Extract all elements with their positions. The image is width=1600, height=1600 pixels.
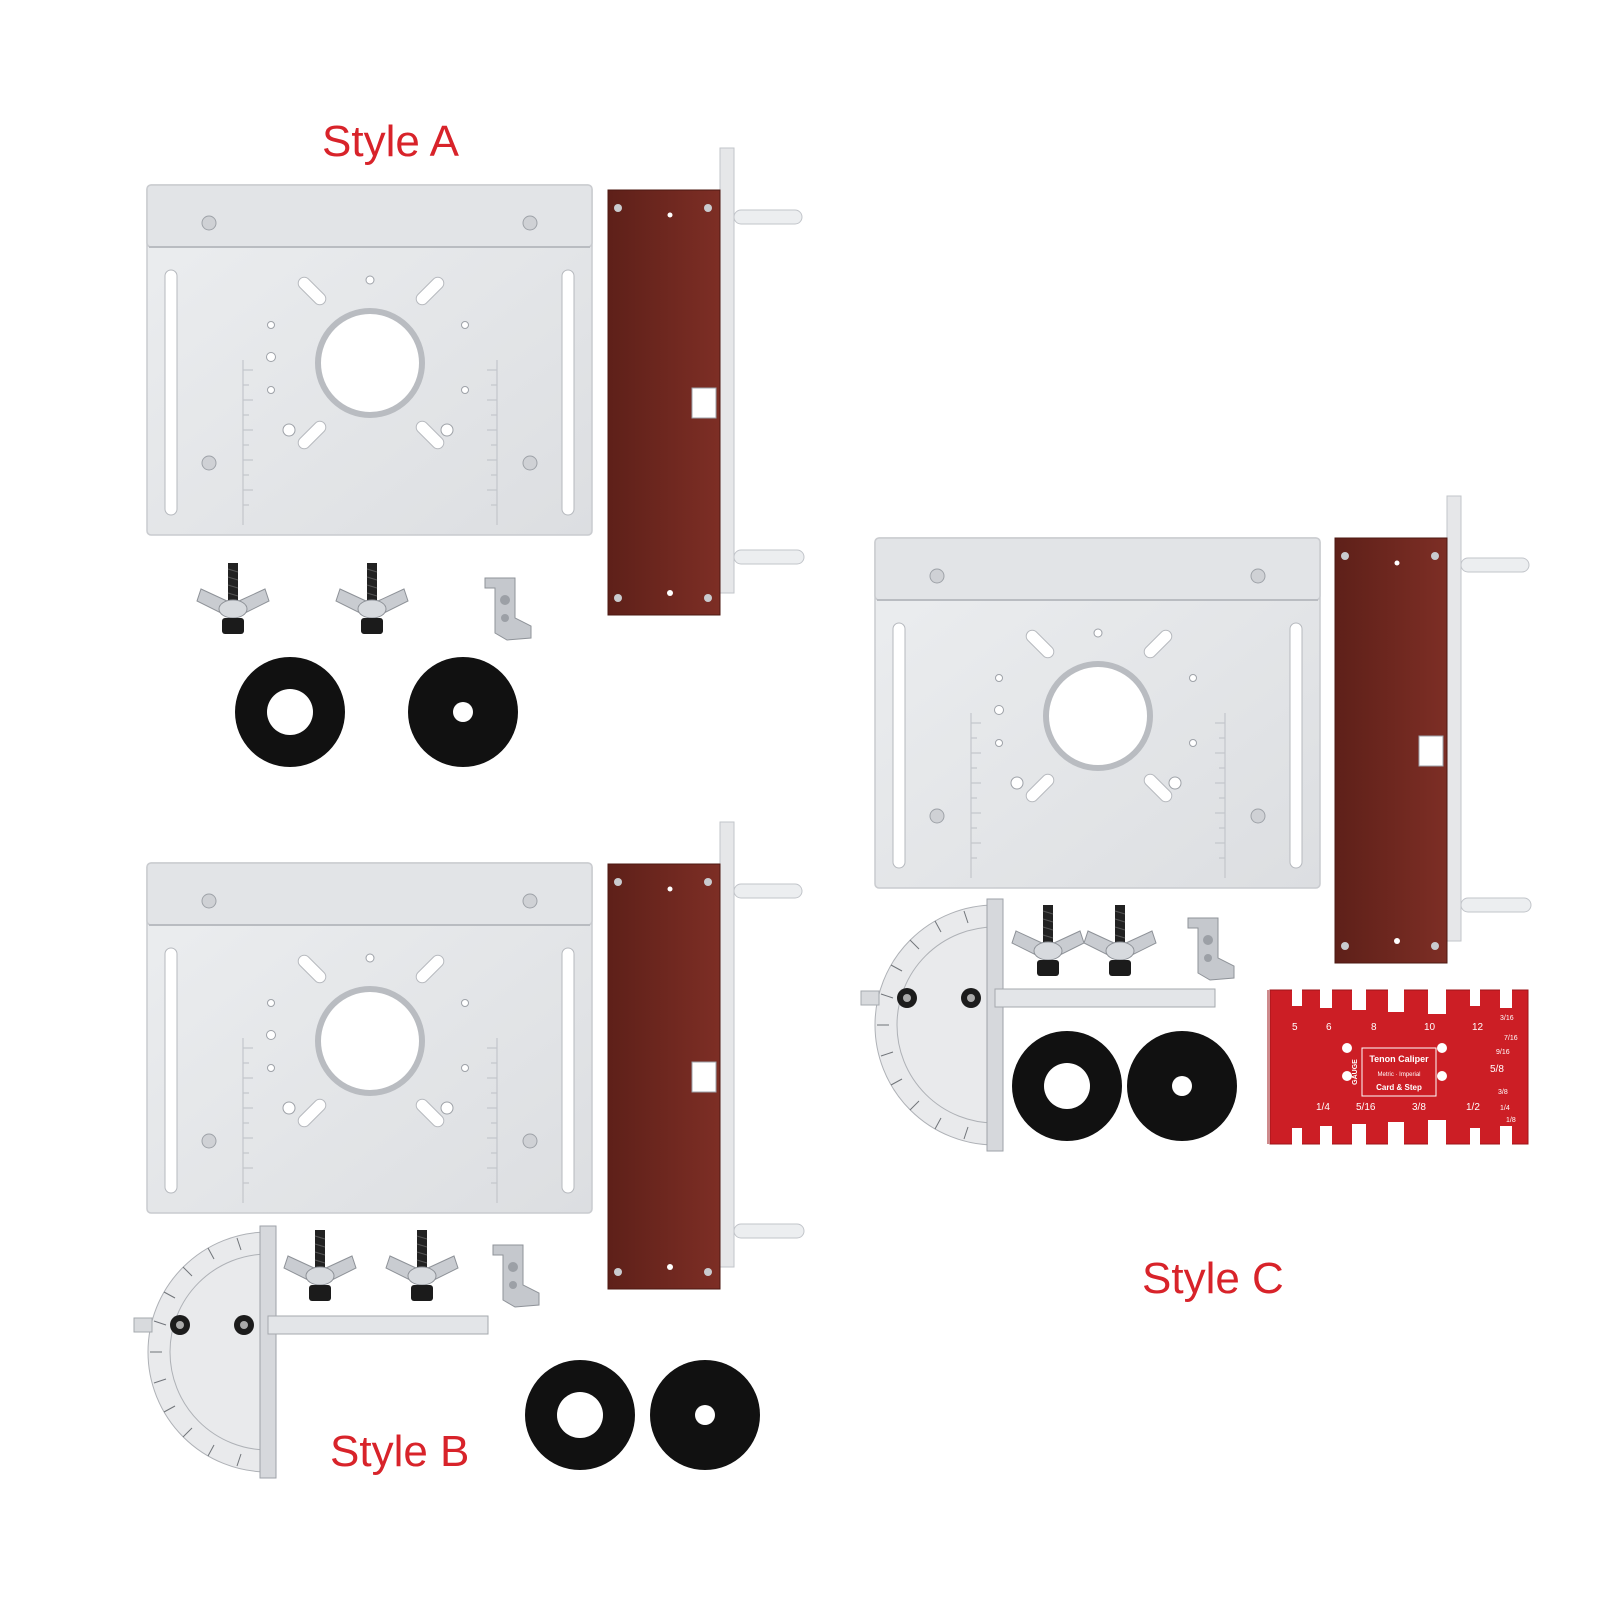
style-b-wing-bolt-2 [385, 1229, 459, 1302]
gauge-right-fraction: 3/8 [1498, 1089, 1508, 1096]
style-c-stop-block [1187, 917, 1235, 981]
gauge-subtitle: Metric · Imperial [1377, 1072, 1420, 1078]
style-c-label: Style C [1142, 1254, 1284, 1303]
style-a-group [147, 147, 805, 767]
style-c-group: Tenon Caliper Metric · Imperial Card & S… [860, 495, 1532, 1152]
gauge-right-fraction: 3/16 [1500, 1015, 1514, 1022]
gauge-top-number: 12 [1472, 1022, 1484, 1033]
gauge-right-fraction: 9/16 [1496, 1049, 1510, 1056]
gauge-right-fraction: 1/8 [1506, 1117, 1516, 1124]
style-a-label: Style A [322, 117, 459, 166]
style-b-washer-large-hole [525, 1360, 635, 1470]
style-b-fence [607, 821, 805, 1290]
style-a-washer-small-hole [408, 657, 518, 767]
gauge-right-fraction: 1/4 [1500, 1105, 1510, 1112]
style-a-washer-large-hole [235, 657, 345, 767]
style-c-washer-small-hole [1127, 1031, 1237, 1141]
gauge-side-label: GAUGE [1352, 1059, 1359, 1085]
gauge-right-fraction: 5/8 [1490, 1064, 1504, 1075]
style-b-washer-small-hole [650, 1360, 760, 1470]
style-b-label: Style B [330, 1427, 470, 1476]
gauge-subtitle-2: Card & Step [1376, 1083, 1422, 1092]
style-b-stop-block [492, 1244, 540, 1308]
style-b-group [133, 821, 805, 1479]
style-a-wing-bolt-2 [335, 562, 409, 635]
gauge-bottom-fraction: 1/4 [1316, 1102, 1330, 1113]
style-c-wing-bolt-1 [1011, 904, 1085, 977]
gauge-title: Tenon Caliper [1369, 1054, 1429, 1064]
style-b-miter-gauge [133, 1225, 489, 1479]
gauge-top-number: 10 [1424, 1022, 1436, 1033]
gauge-bottom-fraction: 1/2 [1466, 1102, 1480, 1113]
style-b-router-plate [147, 863, 592, 1213]
style-a-wing-bolt-1 [196, 562, 270, 635]
gauge-top-number: 5 [1292, 1022, 1298, 1033]
gauge-bottom-fraction: 3/8 [1412, 1102, 1426, 1113]
gauge-bottom-fraction: 5/16 [1356, 1102, 1376, 1113]
style-c-washer-large-hole [1012, 1031, 1122, 1141]
gauge-right-fraction: 7/16 [1504, 1035, 1518, 1042]
style-c-router-plate [875, 538, 1320, 888]
gauge-top-number: 6 [1326, 1022, 1332, 1033]
style-a-fence [607, 147, 805, 616]
style-c-tenon-gauge: Tenon Caliper Metric · Imperial Card & S… [1267, 988, 1529, 1146]
style-c-wing-bolt-2 [1083, 904, 1157, 977]
style-a-router-plate [147, 185, 592, 535]
gauge-top-number: 8 [1371, 1022, 1377, 1033]
style-c-fence [1334, 495, 1532, 964]
style-b-wing-bolt-1 [283, 1229, 357, 1302]
style-a-stop-block [484, 577, 532, 641]
